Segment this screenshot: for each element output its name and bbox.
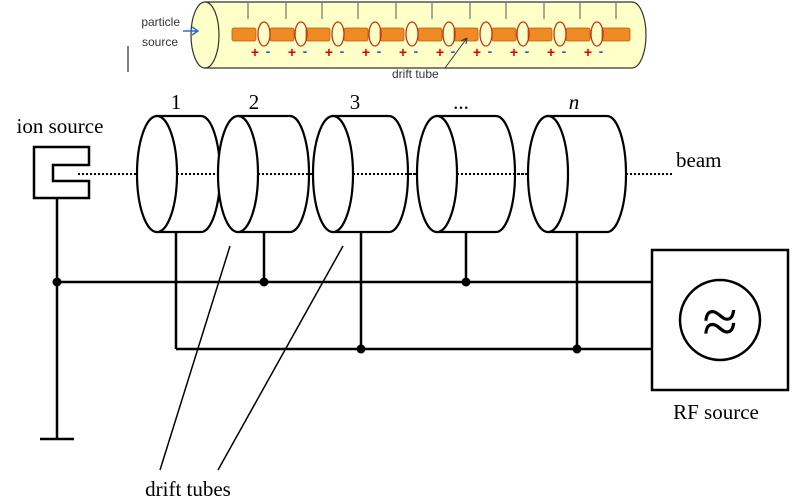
- tube-number-n: n: [569, 90, 580, 114]
- particle-source-label-line2: source: [142, 35, 178, 49]
- inset-plus-sign: +: [362, 44, 370, 60]
- particle-source-arrow: [183, 26, 200, 36]
- inset-field-loop: [479, 21, 493, 47]
- inset-polarity-signs: +-+-+-+-+-+-+-+-+-+-: [251, 43, 604, 60]
- drift-tube-pointer-arrow: [444, 37, 468, 69]
- particle-source-label-line1: particle: [141, 15, 180, 29]
- inset-drift-tube: [417, 27, 443, 42]
- junction-tube-2: [259, 277, 269, 287]
- drift-tube-1: [135, 114, 222, 234]
- inset-cylinder-cap: [190, 1, 220, 69]
- inset-gap-lines: [247, 3, 617, 19]
- inset-figure: +-+-+-+-+-+-+-+-+-+- particle source dri…: [127, 1, 647, 81]
- inset-drift-tubes: [231, 27, 631, 42]
- inset-minus-sign: -: [340, 43, 345, 59]
- ion-source-symbol: [32, 145, 91, 200]
- inset-minus-sign: -: [599, 43, 604, 59]
- ion-source-label: ion source: [17, 114, 104, 138]
- inset-field-loop: [442, 21, 456, 47]
- inset-field-loop: [368, 21, 382, 47]
- rf-ac-symbol: ≈: [702, 286, 737, 357]
- tube-number-2: 2: [249, 90, 260, 114]
- junction-ground: [52, 277, 62, 287]
- inset-drift-tube: [527, 27, 553, 42]
- inset-drift-tube: [601, 27, 631, 42]
- tube-number-3: 3: [350, 90, 361, 114]
- inset-plus-sign: +: [547, 44, 555, 60]
- inset-field-loop: [516, 21, 530, 47]
- inset-plus-sign: +: [510, 44, 518, 60]
- inset-plus-sign: +: [251, 44, 259, 60]
- inset-minus-sign: -: [525, 43, 530, 59]
- rf-source-label: RF source: [673, 400, 759, 424]
- inset-drift-tube: [231, 27, 257, 42]
- inset-drift-tube: [379, 27, 405, 42]
- inset-field-loop: [331, 21, 345, 47]
- inset-drift-tube: [565, 27, 591, 42]
- tube-number-1: 1: [171, 90, 182, 114]
- rf-source-circle: [678, 278, 762, 362]
- inset-drift-tube: [305, 27, 331, 42]
- drift-tubes-pointer-2: [217, 245, 344, 471]
- junction-tube-4: [461, 277, 471, 287]
- inset-field-loop: [553, 21, 567, 47]
- junction-tube-n: [572, 344, 582, 354]
- drift-tube-2: [216, 114, 311, 234]
- drift-tube-label: drift tube: [392, 67, 439, 81]
- inset-plus-sign: +: [288, 44, 296, 60]
- inset-plus-sign: +: [584, 44, 592, 60]
- inset-minus-sign: -: [266, 43, 271, 59]
- inset-plus-sign: +: [436, 44, 444, 60]
- inset-plus-sign: +: [399, 44, 407, 60]
- inset-plus-sign: +: [473, 44, 481, 60]
- inset-plus-sign: +: [325, 44, 333, 60]
- inset-drift-tube: [343, 27, 369, 42]
- drift-tube-n: [526, 114, 628, 234]
- tube-number-ellipsis: ...: [453, 90, 469, 114]
- inset-minus-sign: -: [414, 43, 419, 59]
- beam-label: beam: [676, 148, 721, 172]
- inset-drift-tube: [269, 27, 295, 42]
- inset-field-loop: [590, 21, 604, 47]
- inset-minus-sign: -: [377, 43, 382, 59]
- inset-field-loops: [257, 21, 604, 47]
- inset-minus-sign: -: [488, 43, 493, 59]
- inset-minus-sign: -: [303, 43, 308, 59]
- schematic: ion source: [17, 90, 790, 501]
- inset-minus-sign: -: [451, 43, 456, 59]
- inset-field-loop: [294, 21, 308, 47]
- inset-minus-sign: -: [562, 43, 567, 59]
- inset-field-loop: [405, 21, 419, 47]
- drift-tubes-pointer-1: [159, 245, 231, 471]
- inset-field-loop: [257, 21, 271, 47]
- junction-tube-3: [356, 344, 366, 354]
- inset-drift-tube: [491, 27, 517, 42]
- drift-tube-4: [415, 114, 517, 234]
- drift-tubes-label: drift tubes: [145, 477, 231, 501]
